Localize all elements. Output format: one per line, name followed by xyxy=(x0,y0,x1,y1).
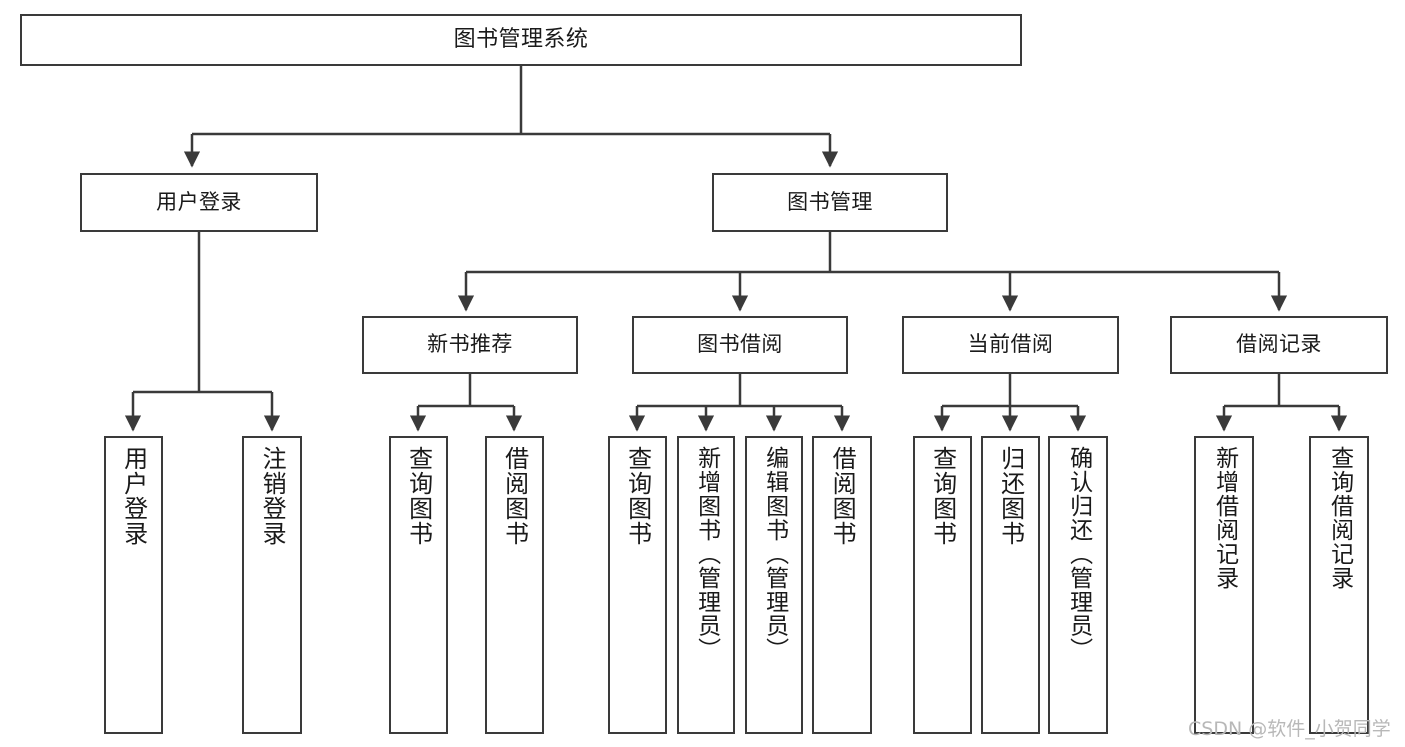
node-borrow-record[interactable]: 借阅记录 xyxy=(1170,316,1388,374)
node-root-label: 图书管理系统 xyxy=(453,26,589,52)
leaf-borrow-book-1-label: 借阅图书 xyxy=(500,446,529,546)
leaf-logout-login-label: 注销登录 xyxy=(258,446,287,546)
leaf-logout-login[interactable]: 注销登录 xyxy=(242,436,302,734)
leaf-query-record[interactable]: 查询借阅记录 xyxy=(1309,436,1369,734)
leaf-confirm-return-label: 确认归还（管理员） xyxy=(1065,446,1092,662)
leaf-query-record-label: 查询借阅记录 xyxy=(1326,446,1353,590)
csdn-watermark: CSDN @软件_小贺同学 xyxy=(1188,718,1391,740)
leaf-query-book-2-label: 查询图书 xyxy=(623,446,652,546)
leaf-user-login[interactable]: 用户登录 xyxy=(104,436,163,734)
leaf-add-record[interactable]: 新增借阅记录 xyxy=(1194,436,1254,734)
leaf-user-login-label: 用户登录 xyxy=(119,446,148,546)
leaf-query-book-1-label: 查询图书 xyxy=(404,446,433,546)
node-book-borrow[interactable]: 图书借阅 xyxy=(632,316,848,374)
node-current-borrow-label: 当前借阅 xyxy=(967,332,1054,357)
leaf-borrow-book-2-label: 借阅图书 xyxy=(828,446,857,546)
leaf-add-record-label: 新增借阅记录 xyxy=(1211,446,1238,590)
node-book-management[interactable]: 图书管理 xyxy=(712,173,948,232)
leaf-edit-book[interactable]: 编辑图书（管理员） xyxy=(745,436,803,734)
node-user-login-label: 用户登录 xyxy=(156,189,242,214)
leaf-borrow-book-2[interactable]: 借阅图书 xyxy=(812,436,872,734)
leaf-edit-book-label: 编辑图书（管理员） xyxy=(761,446,788,662)
leaf-return-book-label: 归还图书 xyxy=(996,446,1025,546)
node-book-management-label: 图书管理 xyxy=(787,189,873,214)
leaf-add-book[interactable]: 新增图书（管理员） xyxy=(677,436,735,734)
leaf-borrow-book-1[interactable]: 借阅图书 xyxy=(485,436,544,734)
node-user-login[interactable]: 用户登录 xyxy=(80,173,318,232)
leaf-add-book-label: 新增图书（管理员） xyxy=(693,446,720,662)
leaf-query-book-3-label: 查询图书 xyxy=(928,446,957,546)
leaf-query-book-1[interactable]: 查询图书 xyxy=(389,436,448,734)
node-current-borrow[interactable]: 当前借阅 xyxy=(902,316,1119,374)
node-new-book-recommend[interactable]: 新书推荐 xyxy=(362,316,578,374)
leaf-query-book-3[interactable]: 查询图书 xyxy=(913,436,972,734)
leaf-query-book-2[interactable]: 查询图书 xyxy=(608,436,667,734)
leaf-return-book[interactable]: 归还图书 xyxy=(981,436,1040,734)
node-new-book-recommend-label: 新书推荐 xyxy=(427,332,513,357)
node-root[interactable]: 图书管理系统 xyxy=(20,14,1022,66)
node-borrow-record-label: 借阅记录 xyxy=(1236,332,1322,357)
node-book-borrow-label: 图书借阅 xyxy=(697,332,783,357)
leaf-confirm-return[interactable]: 确认归还（管理员） xyxy=(1048,436,1108,734)
